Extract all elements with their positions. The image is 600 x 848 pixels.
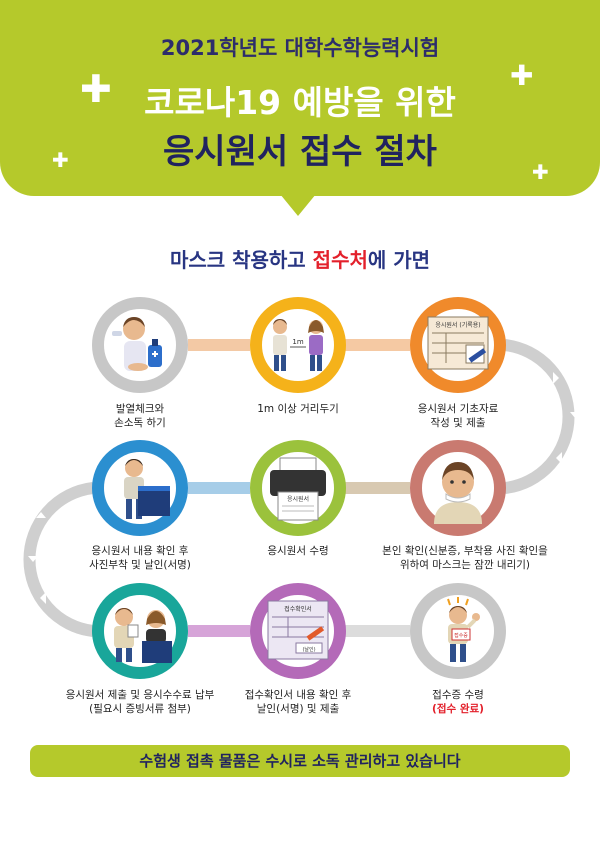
step-1-label-line2: 손소독 하기 xyxy=(114,417,166,429)
step-4-label-line1: 본인 확인(신분증, 부착용 사진 확인을 xyxy=(382,545,548,557)
person-mask-down-icon xyxy=(434,462,482,524)
plus-icon: ✚ xyxy=(510,59,534,92)
person-at-desk-icon xyxy=(124,459,170,519)
person-with-receipt-icon: 접수증 xyxy=(447,597,480,662)
header-title-line1: 코로나19 예방을 위한 xyxy=(144,83,456,122)
receipt-form-icon: 접수확인서 (날인) xyxy=(267,600,329,660)
step-9-label-line2: (접수 완료) xyxy=(432,703,484,715)
step-4-label-line2: 위하여 마스크는 잠깐 내리기) xyxy=(399,559,531,571)
step-3-circle: 응시원서 (기록용) xyxy=(410,297,506,393)
form-title: 응시원서 (기록용) xyxy=(435,321,480,329)
step-8-label: 접수확인서 내용 확인 후 날인(서명) 및 제출 xyxy=(218,688,378,716)
submit-at-counter-icon xyxy=(114,608,172,663)
step-3-label-line1: 응시원서 기초자료 xyxy=(417,403,499,415)
step-2-label-line1: 1m 이상 거리두기 xyxy=(257,403,339,415)
left-arc xyxy=(23,482,94,637)
step-9-label: 접수증 수령 (접수 완료) xyxy=(378,688,538,716)
step-9-circle: 접수증 xyxy=(410,583,506,679)
step-5-label: 응시원서 수령 xyxy=(218,544,378,558)
right-arc xyxy=(504,339,575,494)
step-4-circle xyxy=(410,440,506,536)
thermometer-sanitizer-icon xyxy=(112,317,162,371)
form-writing-icon: 응시원서 (기록용) xyxy=(427,316,489,370)
step-1-label: 발열체크와 손소독 하기 xyxy=(60,402,220,430)
receipt-sign-label: 접수증 xyxy=(454,632,468,639)
step-5-label-line1: 응시원서 수령 xyxy=(267,545,329,557)
header-speech-tail xyxy=(280,194,316,216)
distance-icon: 1m xyxy=(273,319,324,371)
plus-icon: ✚ xyxy=(52,148,69,172)
step-7-label-line2: (필요시 증빙서류 첨부) xyxy=(89,703,191,715)
distance-label: 1m xyxy=(292,338,303,346)
printer-icon: 응시원서 xyxy=(270,457,326,521)
step-6-circle xyxy=(92,440,188,536)
intro-text: 마스크 착용하고 접수처에 가면 xyxy=(0,244,600,273)
intro-highlight: 접수처 xyxy=(312,248,368,272)
step-8-label-line1: 접수확인서 내용 확인 후 xyxy=(244,689,352,701)
step-7-label-line1: 응시원서 제출 및 응시수수료 납부 xyxy=(65,689,215,701)
step-9-label-line1: 접수증 수령 xyxy=(432,689,484,701)
plus-icon: ✚ xyxy=(80,67,112,111)
plus-icon: ✚ xyxy=(532,160,549,184)
intro-after: 에 가면 xyxy=(367,248,431,272)
step-4-label: 본인 확인(신분증, 부착용 사진 확인을 위하여 마스크는 잠깐 내리기) xyxy=(370,544,560,572)
step-3-label: 응시원서 기초자료 작성 및 제출 xyxy=(378,402,538,430)
printed-form-title: 응시원서 xyxy=(287,495,309,503)
stamp-label: (날인) xyxy=(302,646,315,653)
header-title-line2: 응시원서 접수 절차 xyxy=(163,132,437,172)
step-8-circle: 접수확인서 (날인) xyxy=(250,583,346,679)
step-2-circle: 1m xyxy=(250,297,346,393)
step-6-label-line1: 응시원서 내용 확인 후 xyxy=(91,545,189,557)
step-8-label-line2: 날인(서명) 및 제출 xyxy=(256,703,340,715)
step-6-label-line2: 사진부착 및 날인(서명) xyxy=(89,559,191,571)
step-5-circle: 응시원서 xyxy=(250,440,346,536)
step-7-circle xyxy=(92,583,188,679)
step-1-circle xyxy=(92,297,188,393)
header-banner xyxy=(0,0,600,196)
receipt-form-title: 접수확인서 xyxy=(284,605,312,613)
step-7-label: 응시원서 제출 및 응시수수료 납부 (필요시 증빙서류 첨부) xyxy=(50,688,230,716)
step-6-label: 응시원서 내용 확인 후 사진부착 및 날인(서명) xyxy=(60,544,220,572)
step-2-label: 1m 이상 거리두기 xyxy=(218,402,378,416)
intro-before: 마스크 착용하고 xyxy=(169,248,313,272)
step-3-label-line2: 작성 및 제출 xyxy=(430,417,486,429)
header-subtitle: 2021학년도 대학수학능력시험 xyxy=(160,36,440,60)
step-1-label-line1: 발열체크와 xyxy=(115,403,165,415)
footer-banner: 수험생 접촉 물품은 수시로 소독 관리하고 있습니다 xyxy=(30,745,570,777)
